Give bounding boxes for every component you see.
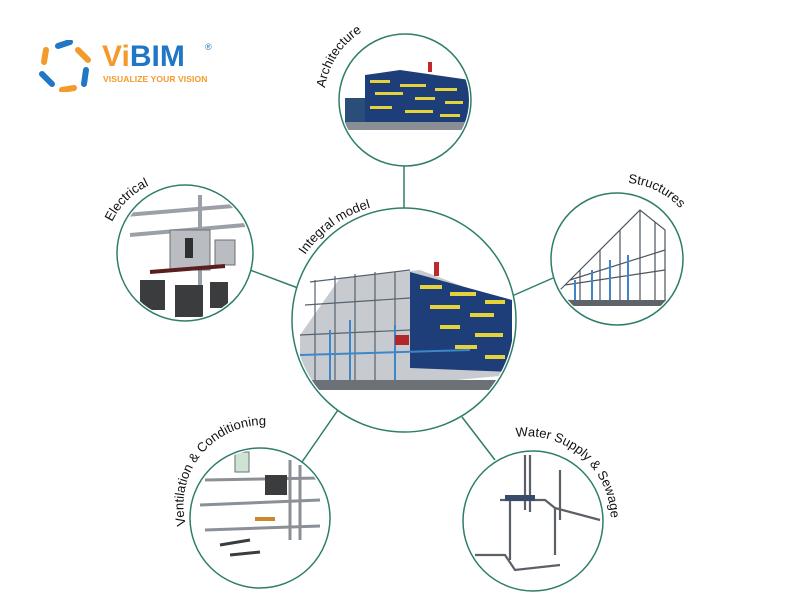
brand-tagline: VISUALIZE YOUR VISION (103, 74, 208, 84)
brand-name: ViBIM (102, 40, 185, 74)
structures-node: Structures (550, 171, 689, 326)
brand-vi: Vi (102, 40, 130, 73)
vibim-logo: ViBIM ® VISUALIZE YOUR VISION (38, 39, 218, 93)
integral-model-node: Integral model (291, 196, 517, 433)
electrical-illustration (124, 195, 246, 317)
registered-mark: ® (205, 42, 212, 52)
logo-mark-icon (39, 39, 91, 93)
ventilation-illustration (199, 451, 321, 557)
connector-lines (249, 166, 554, 463)
water-supply-node: Water Supply & Sewage (462, 424, 623, 592)
ventilation-node: Ventilation & Conditioning (171, 413, 331, 589)
brand-bim: BIM (129, 40, 185, 73)
architecture-illustration (345, 62, 469, 130)
electrical-node: Electrical (101, 175, 254, 322)
architecture-node: Architecture (313, 22, 472, 167)
integral-model-illustration (299, 262, 512, 390)
water-supply-illustration (475, 455, 601, 572)
